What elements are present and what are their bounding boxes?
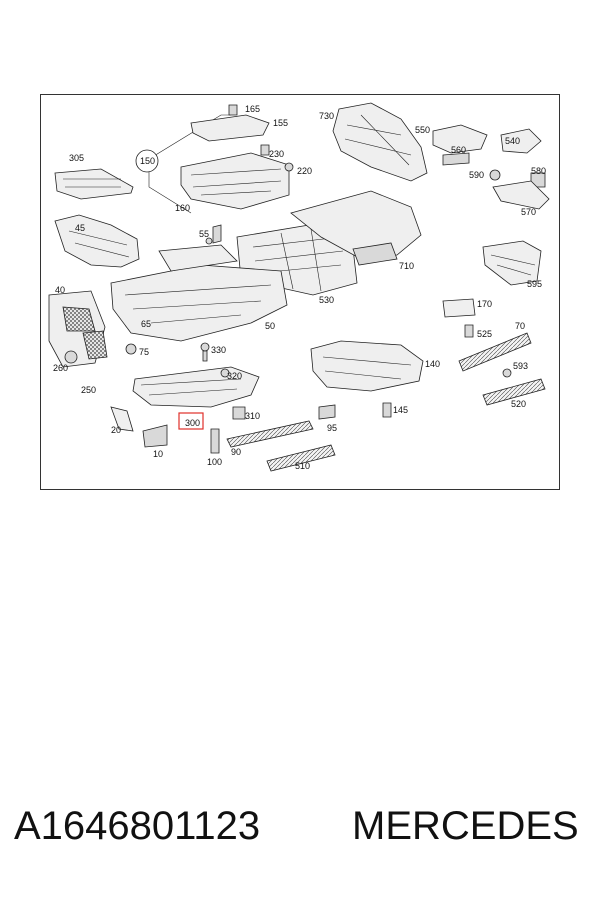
label-330: 330 [211,345,226,355]
label-75: 75 [139,347,149,357]
label-140: 140 [425,359,440,369]
label-95: 95 [327,423,337,433]
label-55: 55 [199,229,209,239]
label-510: 510 [295,461,310,471]
label-230: 230 [269,149,284,159]
highlight-300 [178,412,204,430]
label-220: 220 [297,166,312,176]
part-group-150 [135,104,294,214]
label-40: 40 [55,285,65,295]
parts-diagram: 165 155 150 230 220 160 305 730 550 540 … [40,94,560,490]
label-150: 150 [140,156,155,166]
part-140 [310,340,424,392]
label-525: 525 [477,329,492,339]
part-45 [54,214,140,268]
label-560: 560 [451,145,466,155]
label-730: 730 [319,111,334,121]
label-530: 530 [319,295,334,305]
label-90: 90 [231,447,241,457]
label-520: 520 [511,399,526,409]
label-580: 580 [531,166,546,176]
label-50: 50 [265,321,275,331]
label-10: 10 [153,449,163,459]
label-170: 170 [477,299,492,309]
label-160: 160 [175,203,190,213]
part-number: A1646801123 [14,804,261,848]
label-320: 320 [227,371,242,381]
label-165: 165 [245,104,260,114]
label-540: 540 [505,136,520,146]
label-45: 45 [75,223,85,233]
label-590: 590 [469,170,484,180]
part-305 [54,168,134,200]
parts-right-upper [432,124,550,210]
part-730 [332,102,428,182]
parts-95-145 [318,402,392,420]
label-305: 305 [69,153,84,163]
parts-90-510 [226,420,336,472]
label-593: 593 [513,361,528,371]
label-145: 145 [393,405,408,415]
parts-right-lower [442,298,546,406]
part-50 [110,224,288,342]
parts-20-10-100 [110,406,220,454]
label-65: 65 [141,319,151,329]
exploded-parts-drawing: 165 155 150 230 220 160 305 730 550 540 … [48,102,550,472]
part-300 [132,366,260,420]
label-155: 155 [273,118,288,128]
label-595: 595 [527,279,542,289]
label-260: 260 [53,363,68,373]
label-300: 300 [185,418,200,428]
part-330 [200,342,210,362]
label-100: 100 [207,457,222,467]
label-570: 570 [521,207,536,217]
label-310: 310 [245,411,260,421]
label-550: 550 [415,125,430,135]
label-250: 250 [81,385,96,395]
label-70: 70 [515,321,525,331]
brand-name: MERCEDES [352,804,579,848]
label-710: 710 [399,261,414,271]
label-20: 20 [111,425,121,435]
part-595 [482,240,542,286]
